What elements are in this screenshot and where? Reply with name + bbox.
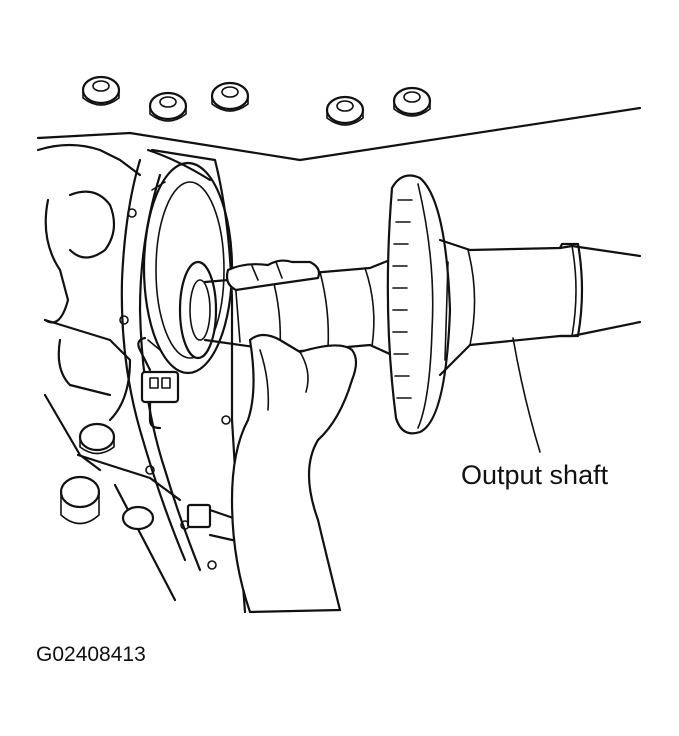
case-top-surface — [36, 75, 642, 162]
figure-id: G02408413 — [36, 643, 146, 666]
bolt-boss — [325, 95, 365, 126]
transmission-housing — [36, 143, 182, 602]
drain-plug — [78, 422, 116, 452]
bolt-boss — [81, 75, 121, 106]
case-flange — [119, 148, 247, 614]
bolt-boss — [392, 86, 432, 117]
plug-boss — [59, 475, 101, 509]
bolt-boss — [148, 91, 188, 122]
hands — [225, 259, 358, 614]
callout-leader-line — [512, 337, 541, 453]
bolt-hole-boss — [121, 505, 155, 531]
bolt-boss — [210, 81, 250, 112]
output-shaft — [178, 174, 642, 435]
output-shaft-label: Output shaft — [461, 460, 609, 490]
